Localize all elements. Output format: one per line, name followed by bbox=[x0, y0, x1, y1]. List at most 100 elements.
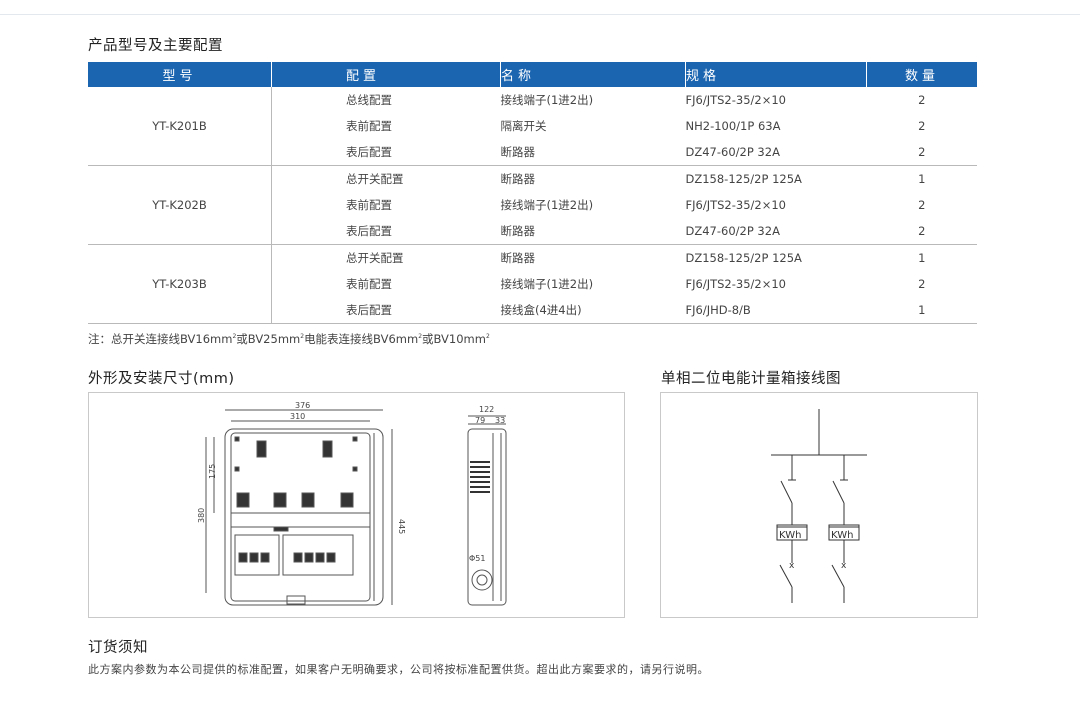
name-cell: 接线端子(1进2出) bbox=[500, 198, 594, 212]
meter-window bbox=[236, 492, 250, 508]
screw-mark bbox=[234, 436, 240, 442]
breaker-mark-right: x bbox=[841, 561, 847, 571]
table-row: 表后配置 接线盒(4进4出) FJ6/JHD-8/B 1 bbox=[88, 297, 977, 324]
breaker-compartment bbox=[282, 534, 354, 576]
spec-cell: FJ6/JTS2-35/2×10 bbox=[685, 277, 786, 291]
breaker-slot bbox=[249, 552, 259, 563]
meter-window bbox=[340, 492, 354, 508]
table-note: 注：总开关连接线BV16mm2或BV25mm2电能表连接线BV6mm2或BV10… bbox=[88, 331, 490, 347]
note-part: 电能表连接线BV6mm bbox=[304, 332, 419, 346]
qty-cell: 2 bbox=[866, 139, 977, 166]
table-row: 表后配置 断路器 DZ47-60/2P 32A 2 bbox=[88, 139, 977, 166]
qty-cell: 2 bbox=[918, 93, 926, 107]
table-row: YT-K201B 总线配置 接线端子(1进2出) FJ6/JTS2-35/2×1… bbox=[88, 87, 977, 166]
config-cell: 总线配置 bbox=[346, 93, 392, 107]
vent-slot bbox=[470, 476, 490, 478]
dim-label-width-inner: 310 bbox=[290, 412, 305, 421]
front-top-tab bbox=[256, 440, 267, 458]
breaker-blade-right bbox=[831, 564, 845, 588]
dim-label-depth: 122 bbox=[479, 405, 494, 414]
vent-slot bbox=[470, 491, 490, 493]
name-cell: 断路器 bbox=[500, 172, 536, 186]
dimension-drawing-panel: 376 310 175 380 445 122 79 33 Φ51 bbox=[88, 392, 625, 618]
vent-slot bbox=[470, 486, 490, 488]
header-name: 名称 bbox=[500, 62, 686, 87]
knockout-inner bbox=[476, 574, 488, 586]
order-notice-text: 此方案内参数为本公司提供的标准配置，如果客户无明确要求，公司将按标准配置供货。超… bbox=[88, 663, 709, 676]
header-spec: 规格 bbox=[685, 62, 867, 87]
spec-cell: FJ6/JTS2-35/2×10 bbox=[685, 93, 786, 107]
breaker-slot bbox=[293, 552, 303, 563]
vent-slot bbox=[470, 471, 490, 473]
dim-label-knockout: Φ51 bbox=[469, 554, 485, 563]
hinge-mark bbox=[273, 526, 289, 532]
config-cell: 表后配置 bbox=[271, 139, 501, 166]
note-sup: 2 bbox=[418, 333, 423, 341]
screw-mark bbox=[352, 466, 358, 472]
breaker-slot bbox=[238, 552, 248, 563]
name-cell: 断路器 bbox=[500, 251, 536, 265]
name-cell: 隔离开关 bbox=[500, 119, 547, 133]
vent-slot bbox=[470, 481, 490, 483]
breaker-slot bbox=[326, 552, 336, 563]
spec-cell: NH2-100/1P 63A bbox=[685, 119, 781, 133]
qty-cell: 2 bbox=[918, 119, 926, 133]
table-row: 表后配置 断路器 DZ47-60/2P 32A 2 bbox=[88, 218, 977, 245]
name-cell: 断路器 bbox=[500, 139, 686, 166]
dimensions-section-title: 外形及安装尺寸(mm) bbox=[88, 371, 235, 387]
front-outer-outline bbox=[224, 428, 384, 606]
lock-mark bbox=[286, 595, 306, 605]
knockout-circle bbox=[471, 569, 493, 591]
dim-label-width-outer: 376 bbox=[295, 401, 310, 410]
screw-mark bbox=[352, 436, 358, 442]
wiring-diagram-panel: KWh KWh x x bbox=[660, 392, 978, 618]
table-row: YT-K202B 总开关配置 断路器 DZ158-125/2P 125A 1 bbox=[88, 165, 977, 245]
model-cell: YT-K203B bbox=[88, 244, 272, 324]
config-cell: 表前配置 bbox=[346, 198, 392, 212]
vent-slot bbox=[470, 461, 490, 463]
wiring-section-title: 单相二位电能计量箱接线图 bbox=[661, 371, 841, 387]
side-vent-lines bbox=[470, 461, 490, 493]
note-sup: 2 bbox=[300, 333, 305, 341]
order-section-title: 订货须知 bbox=[88, 640, 148, 656]
qty-cell: 1 bbox=[918, 251, 926, 265]
config-cell: 总开关配置 bbox=[346, 172, 404, 186]
note-sup: 2 bbox=[485, 333, 490, 341]
config-cell: 表后配置 bbox=[271, 297, 501, 324]
spec-cell: DZ47-60/2P 32A bbox=[685, 139, 867, 166]
header-qty: 数量 bbox=[866, 62, 977, 87]
qty-cell: 1 bbox=[918, 172, 926, 186]
config-cell: 表后配置 bbox=[271, 218, 501, 245]
breaker-mark-left: x bbox=[789, 561, 795, 571]
spec-cell: FJ6/JTS2-35/2×10 bbox=[685, 198, 786, 212]
dim-label-depth-a: 79 bbox=[475, 416, 485, 425]
name-cell: 接线端子(1进2出) bbox=[500, 93, 594, 107]
breaker-blade-left bbox=[779, 564, 793, 588]
spec-table: 型号 配置 名称 规格 数量 YT-K201B 总线配置 接线端子(1进2出) … bbox=[88, 62, 977, 324]
breaker-slot bbox=[260, 552, 270, 563]
name-cell: 接线盒(4进4出) bbox=[500, 297, 686, 324]
table-row: YT-K203B 总开关配置 断路器 DZ158-125/2P 125A 1 bbox=[88, 244, 977, 324]
table-row: 表前配置 接线端子(1进2出) FJ6/JTS2-35/2×10 2 bbox=[88, 192, 977, 218]
qty-cell: 2 bbox=[918, 198, 926, 212]
dim-label-height-outer: 445 bbox=[397, 519, 406, 534]
header-config: 配置 bbox=[271, 62, 501, 87]
table-header-row: 型号 配置 名称 规格 数量 bbox=[88, 62, 977, 87]
spec-cell: DZ47-60/2P 32A bbox=[685, 218, 867, 245]
config-cell: 总开关配置 bbox=[346, 251, 404, 265]
dim-label-height-top: 175 bbox=[208, 464, 217, 479]
qty-cell: 1 bbox=[866, 297, 977, 324]
note-part: 注：总开关连接线BV16mm bbox=[88, 332, 233, 346]
dimension-drawing: 376 310 175 380 445 122 79 33 Φ51 bbox=[197, 401, 507, 606]
note-part: 或BV25mm bbox=[236, 332, 301, 346]
qty-cell: 2 bbox=[918, 277, 926, 291]
qty-cell: 2 bbox=[866, 218, 977, 245]
table-section-title: 产品型号及主要配置 bbox=[88, 38, 223, 54]
dim-label-height-inner: 380 bbox=[197, 508, 206, 523]
spec-cell: FJ6/JHD-8/B bbox=[685, 297, 867, 324]
table-row: 表前配置 接线端子(1进2出) FJ6/JTS2-35/2×10 2 bbox=[88, 271, 977, 297]
name-cell: 接线端子(1进2出) bbox=[500, 277, 594, 291]
front-inner-outline bbox=[230, 432, 371, 602]
note-sup: 2 bbox=[232, 333, 237, 341]
spec-cell: DZ158-125/2P 125A bbox=[685, 172, 802, 186]
